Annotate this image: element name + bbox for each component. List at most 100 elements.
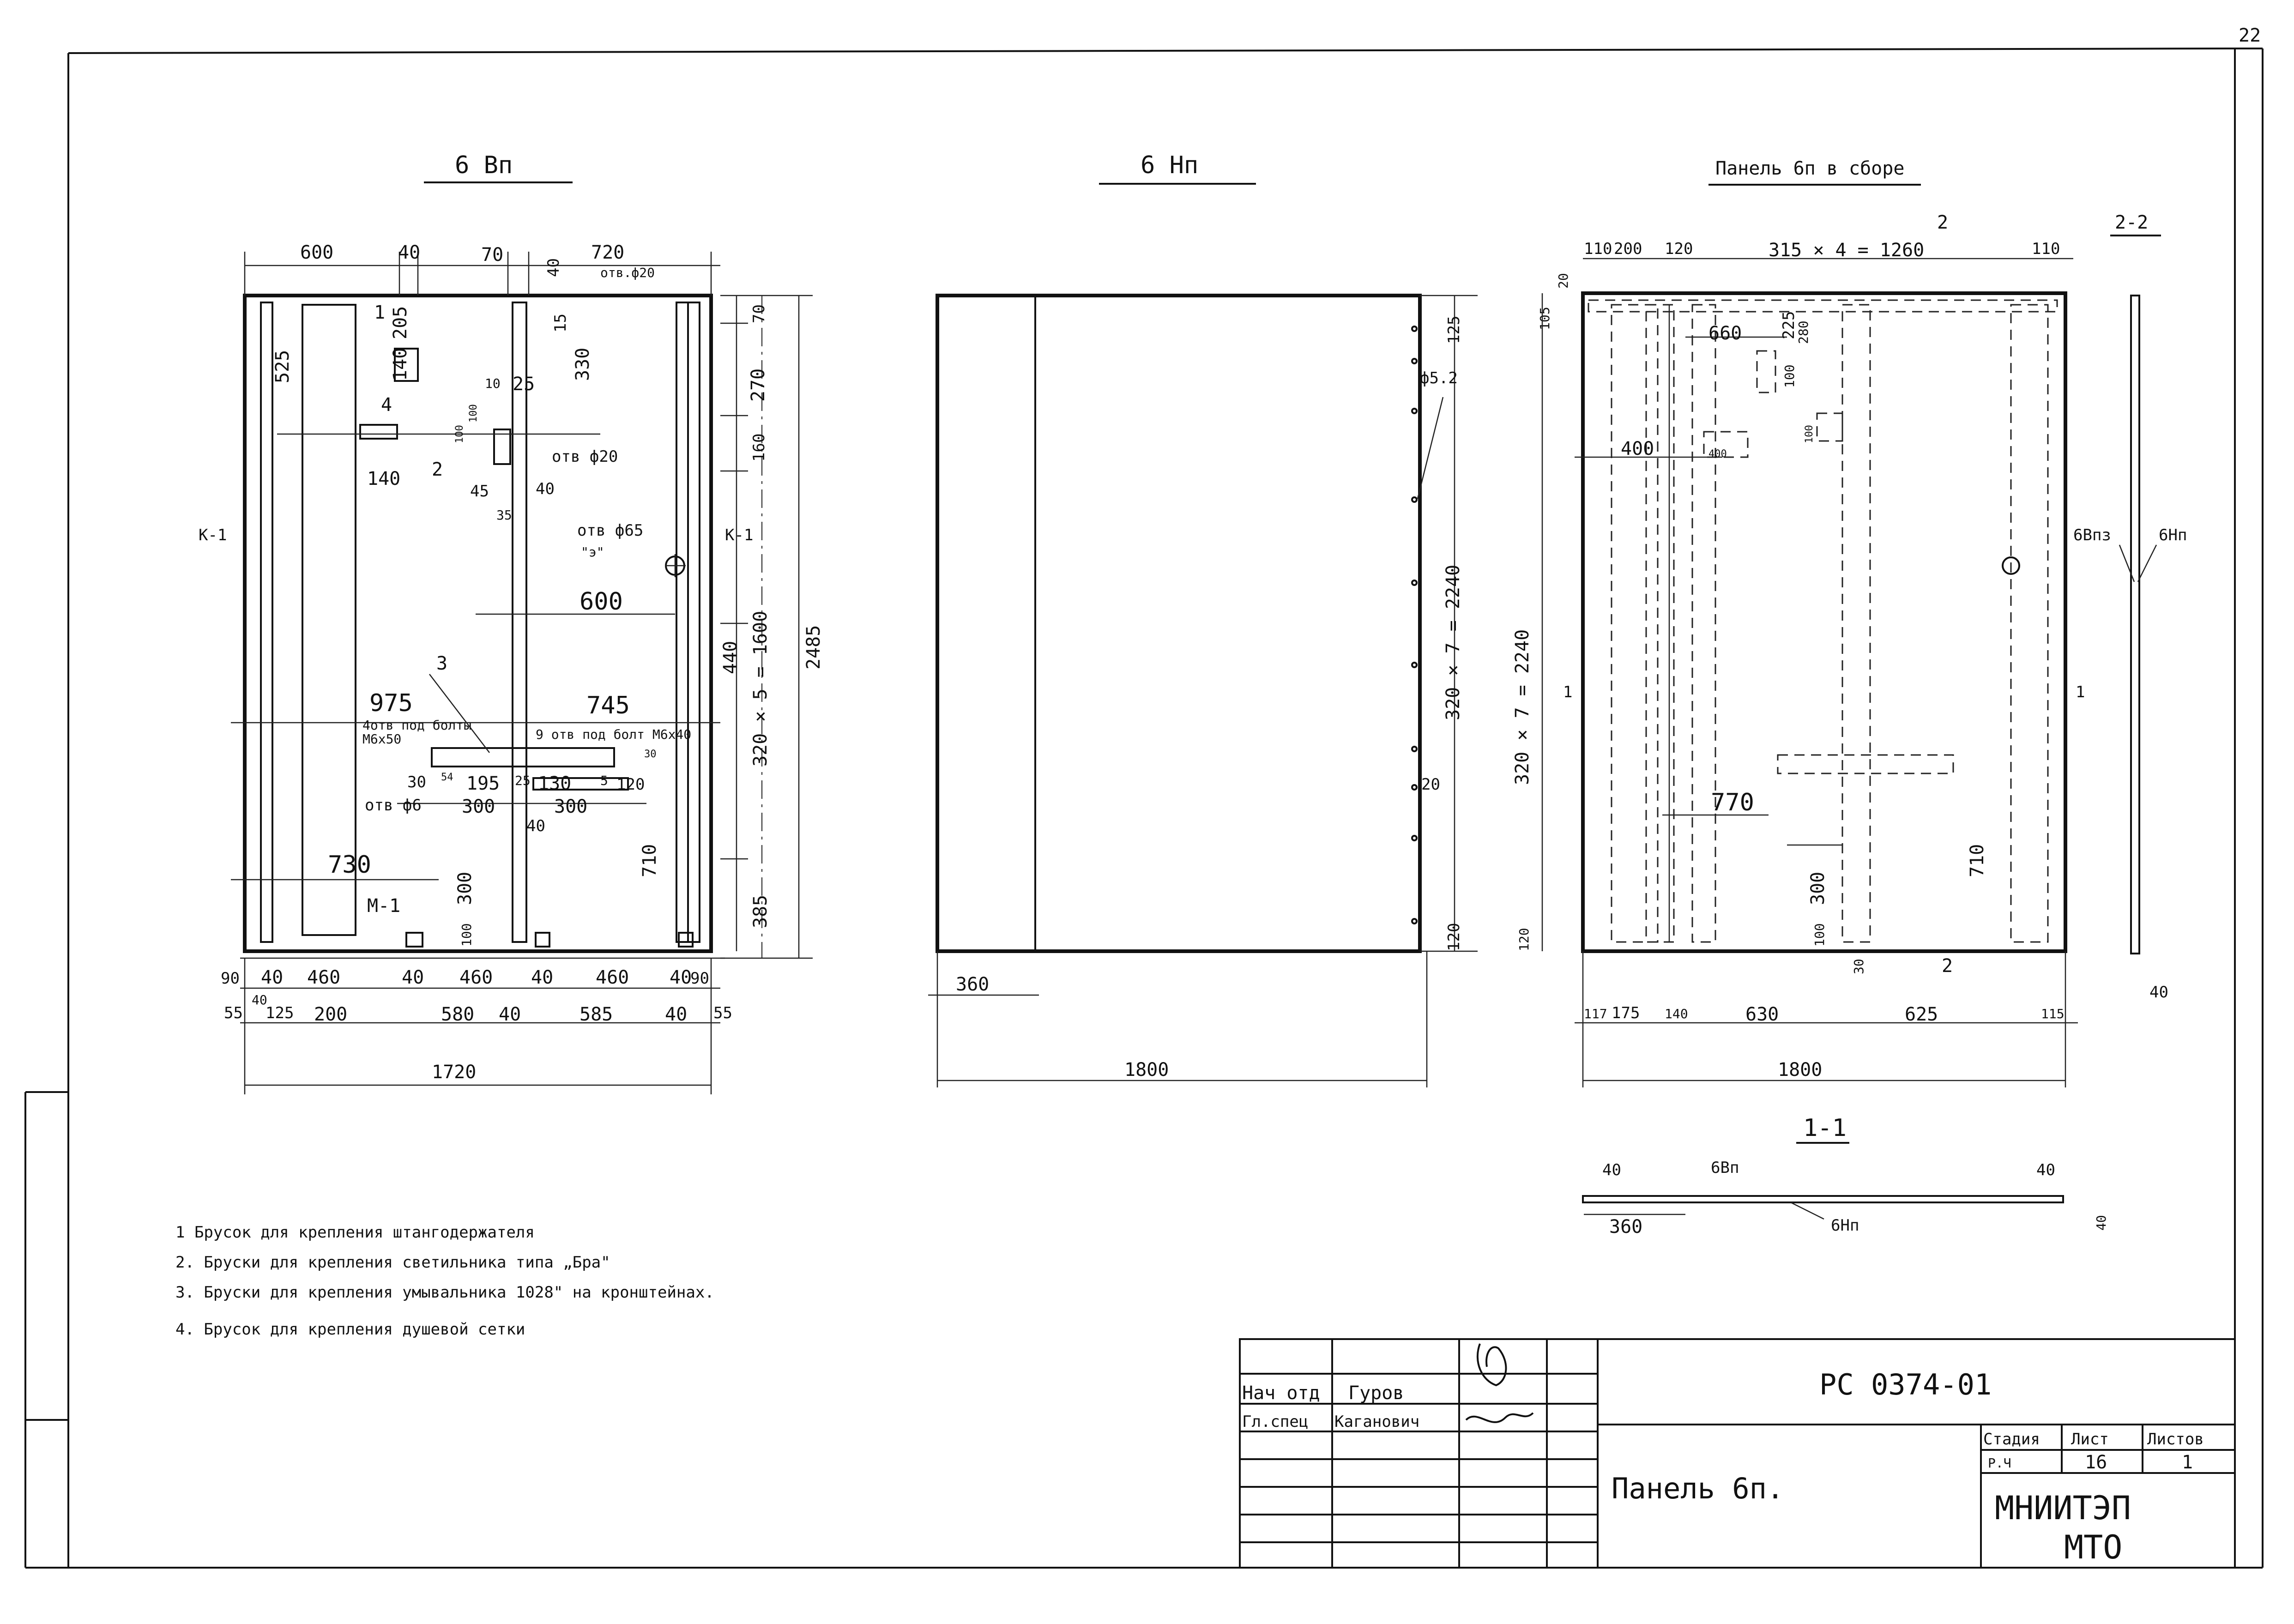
hole-d52: ф5.2 <box>1420 369 1458 387</box>
dim-300b: 300 <box>554 796 587 817</box>
dim-a120b: 120 <box>1516 928 1532 951</box>
dim-70: 70 <box>481 244 503 266</box>
dim-600b: 600 <box>580 588 623 616</box>
dim-c585: 585 <box>580 1004 613 1025</box>
dim-a20: 20 <box>1556 273 1571 289</box>
dim-c40b: 40 <box>665 1004 687 1025</box>
dim-r70: 70 <box>750 304 768 323</box>
marker-1: 1 <box>374 302 385 323</box>
dim-100a: 100 <box>454 425 465 443</box>
dim-r1600: 320 × 5 = 1600 <box>750 611 771 767</box>
dim-100v: 100 <box>459 923 474 947</box>
edge-holes-6np <box>1411 326 1418 924</box>
dim-54: 54 <box>441 772 453 783</box>
dim-total-1800: 1800 <box>1124 1059 1169 1081</box>
marker-2: 2 <box>432 459 443 480</box>
view-title-6np: 6 Нп <box>1141 151 1198 179</box>
dim-2240: 320 × 7 = 2240 <box>1443 565 1464 720</box>
dim-a110b: 110 <box>2032 240 2060 258</box>
note-4: 4. Брусок для крепления душевой сетки <box>175 1320 525 1339</box>
dim-b460b: 460 <box>459 967 493 988</box>
tb-role-2: Гл.спец <box>1242 1413 1308 1431</box>
dim-c40v: 40 <box>252 992 267 1008</box>
dim-r440: 440 <box>720 641 741 674</box>
hole-d6: отв ф6 <box>365 796 422 815</box>
dim-a400b: 400 <box>1708 448 1727 460</box>
view-6np: 6 Нп 125 ф5.2 320 × 7 = 2240 20 120 360 <box>928 151 1478 1087</box>
dim-r385: 385 <box>750 895 771 928</box>
dim-22-40: 40 <box>2149 983 2168 1002</box>
note-1: 1 Брусок для крепления штангодержателя <box>175 1223 535 1242</box>
dim-140v: 140 <box>390 348 411 381</box>
dim-c125: 125 <box>266 1004 294 1022</box>
section-1-1-title: 1-1 <box>1803 1114 1847 1142</box>
dim-120: 120 <box>616 775 645 794</box>
note-3: 3. Бруски для крепления умывальника 1028… <box>175 1283 714 1302</box>
hole-d65-sub: "э" <box>581 544 604 560</box>
note-2: 2. Бруски для крепления светильника типа… <box>175 1253 610 1272</box>
section-mark-2-top: 2 <box>1937 212 1948 233</box>
marker-3: 3 <box>436 653 447 674</box>
section-k1-right: К-1 <box>725 526 753 544</box>
dim-b40d: 40 <box>670 967 692 988</box>
tb-role-1: Нач отд <box>1242 1383 1320 1404</box>
tb-name-2: Каганович <box>1334 1413 1419 1431</box>
label-6np-11: 6Нп <box>1831 1216 1859 1235</box>
dim-b140: 140 <box>1665 1006 1688 1021</box>
view-6vp: 6 Вп 600 40 70 <box>199 151 824 1094</box>
dim-a100c: 100 <box>1812 923 1827 947</box>
dim-120: 120 <box>1445 923 1463 951</box>
dim-40c: 40 <box>526 817 545 835</box>
dim-a120: 120 <box>1665 240 1693 258</box>
dim-a300: 300 <box>1807 872 1829 905</box>
dim-b460a: 460 <box>307 967 340 988</box>
dim-11-40c: 40 <box>2094 1215 2109 1231</box>
note-m6x50: М6х50 <box>362 731 401 747</box>
dim-710: 710 <box>639 844 660 877</box>
tb-doc-code: РС 0374-01 <box>1819 1368 1992 1401</box>
dim-40: 40 <box>398 242 420 263</box>
dim-205: 205 <box>390 306 411 339</box>
dim-assembly-1800: 1800 <box>1778 1059 1822 1081</box>
dim-35: 35 <box>496 507 512 523</box>
tb-name-1: Гуров <box>1348 1383 1404 1404</box>
dim-a710: 710 <box>1967 844 1988 877</box>
title-block: Нач отд Гуров Гл.спец Каганович РС 0374-… <box>1239 1338 2236 1569</box>
dim-b40b: 40 <box>402 967 424 988</box>
dim-b117: 117 <box>1584 1006 1607 1021</box>
dim-45: 45 <box>470 482 489 501</box>
tb-doc-title: Панель 6п. <box>1612 1472 1784 1505</box>
dim-b115: 115 <box>2041 1006 2065 1021</box>
dim-b90a: 90 <box>221 969 240 988</box>
hole-d65: отв ф65 <box>577 521 643 540</box>
label-6vp-11: 6Вп <box>1711 1159 1739 1177</box>
dim-11-360: 360 <box>1609 1216 1642 1238</box>
signature <box>1465 1343 1534 1423</box>
dim-30: 30 <box>407 773 426 791</box>
dim-b625: 625 <box>1905 1004 1938 1025</box>
dim-300a: 300 <box>462 796 495 817</box>
dim-11-40a: 40 <box>1602 1161 1621 1179</box>
dim-100b: 100 <box>468 404 479 423</box>
dim-a660: 660 <box>1708 323 1742 344</box>
dim-b40a: 40 <box>261 967 283 988</box>
section-2-2: 2-2 6Впз 6Нп 40 <box>2073 212 2187 1002</box>
view-assembly: Панель 6п в сборе 110 200 120 315 × 4 = … <box>1512 158 2085 1087</box>
dim-11-40b: 40 <box>2036 1161 2055 1179</box>
section-k1-left: К-1 <box>199 526 227 544</box>
section-mark-1-right: 1 <box>2076 683 2085 701</box>
hole-d20-top: отв.ф20 <box>600 265 655 280</box>
dim-525: 525 <box>272 350 293 383</box>
dim-a110: 110 <box>1584 240 1612 258</box>
dim-c55b: 55 <box>713 1004 732 1022</box>
dim-r2485: 2485 <box>803 625 824 670</box>
marker-4: 4 <box>381 394 392 416</box>
tb-sheets: 1 <box>2182 1452 2193 1473</box>
dim-c40: 40 <box>499 1004 521 1025</box>
tb-sheet-hdr: Лист <box>2071 1430 2109 1449</box>
sheet-number: 22 <box>2239 25 2261 46</box>
dim-b175: 175 <box>1612 1004 1640 1022</box>
view-title-6vp: 6 Вп <box>455 151 513 179</box>
section-mark-1-left: 1 <box>1563 683 1572 701</box>
